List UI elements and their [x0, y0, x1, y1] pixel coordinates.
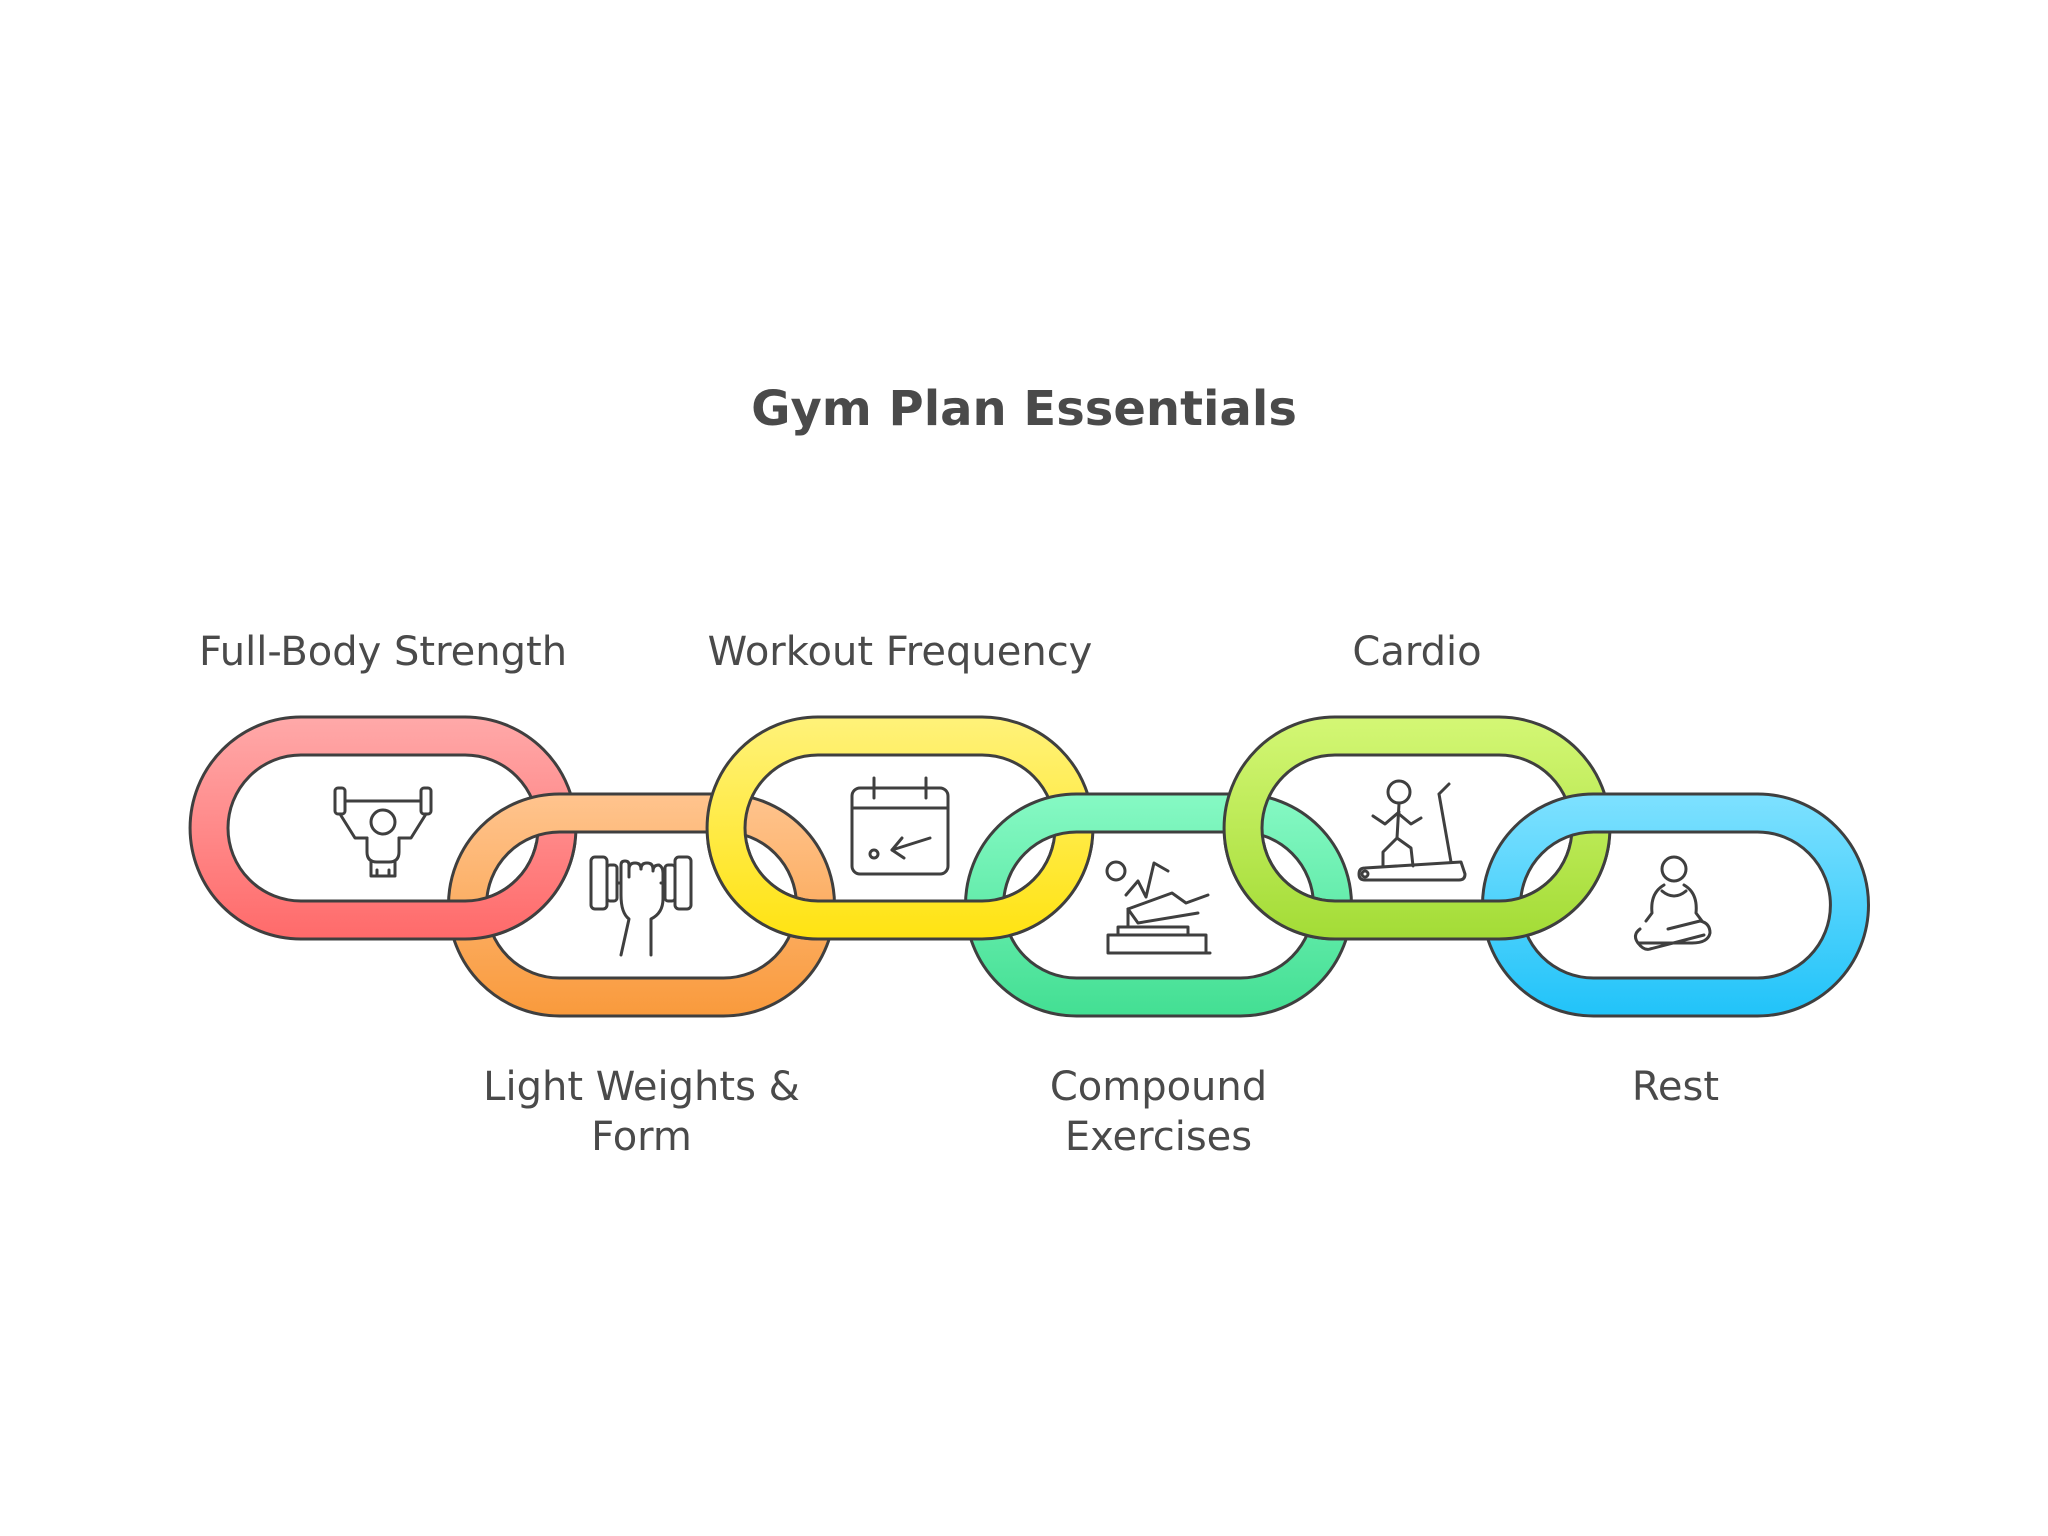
dumbbell-hand-icon: [589, 855, 693, 957]
link-label-6: Rest: [1632, 1064, 1719, 1110]
link-label-5: Cardio: [1352, 629, 1481, 675]
bench-exercise-icon: [1105, 860, 1212, 955]
chain-link-2: [447, 792, 836, 1018]
chain-link-overlap-4: [1223, 842, 1437, 941]
chain-link-overlap-1: [363, 842, 577, 941]
chain-link-overlap-3: [880, 842, 1094, 941]
link-label-1: Full-Body Strength: [199, 629, 567, 675]
chain-link-6: [1481, 792, 1870, 1018]
chain-link-4: [964, 792, 1353, 1018]
link-label-2: Form: [591, 1114, 692, 1160]
meditation-icon: [1633, 855, 1712, 951]
treadmill-icon: [1357, 779, 1467, 882]
calendar-icon: [850, 776, 950, 876]
link-label-4: Compound: [1050, 1064, 1267, 1110]
diagram-title: Gym Plan Essentials: [751, 381, 1297, 437]
chain-link-overlap-2: [706, 842, 920, 941]
link-label-4: Exercises: [1065, 1114, 1252, 1160]
link-label-3: Workout Frequency: [708, 629, 1093, 675]
overhead-press-icon: [333, 786, 433, 878]
link-label-2: Light Weights &: [483, 1064, 800, 1110]
chain-link-overlap-5: [1397, 842, 1611, 941]
